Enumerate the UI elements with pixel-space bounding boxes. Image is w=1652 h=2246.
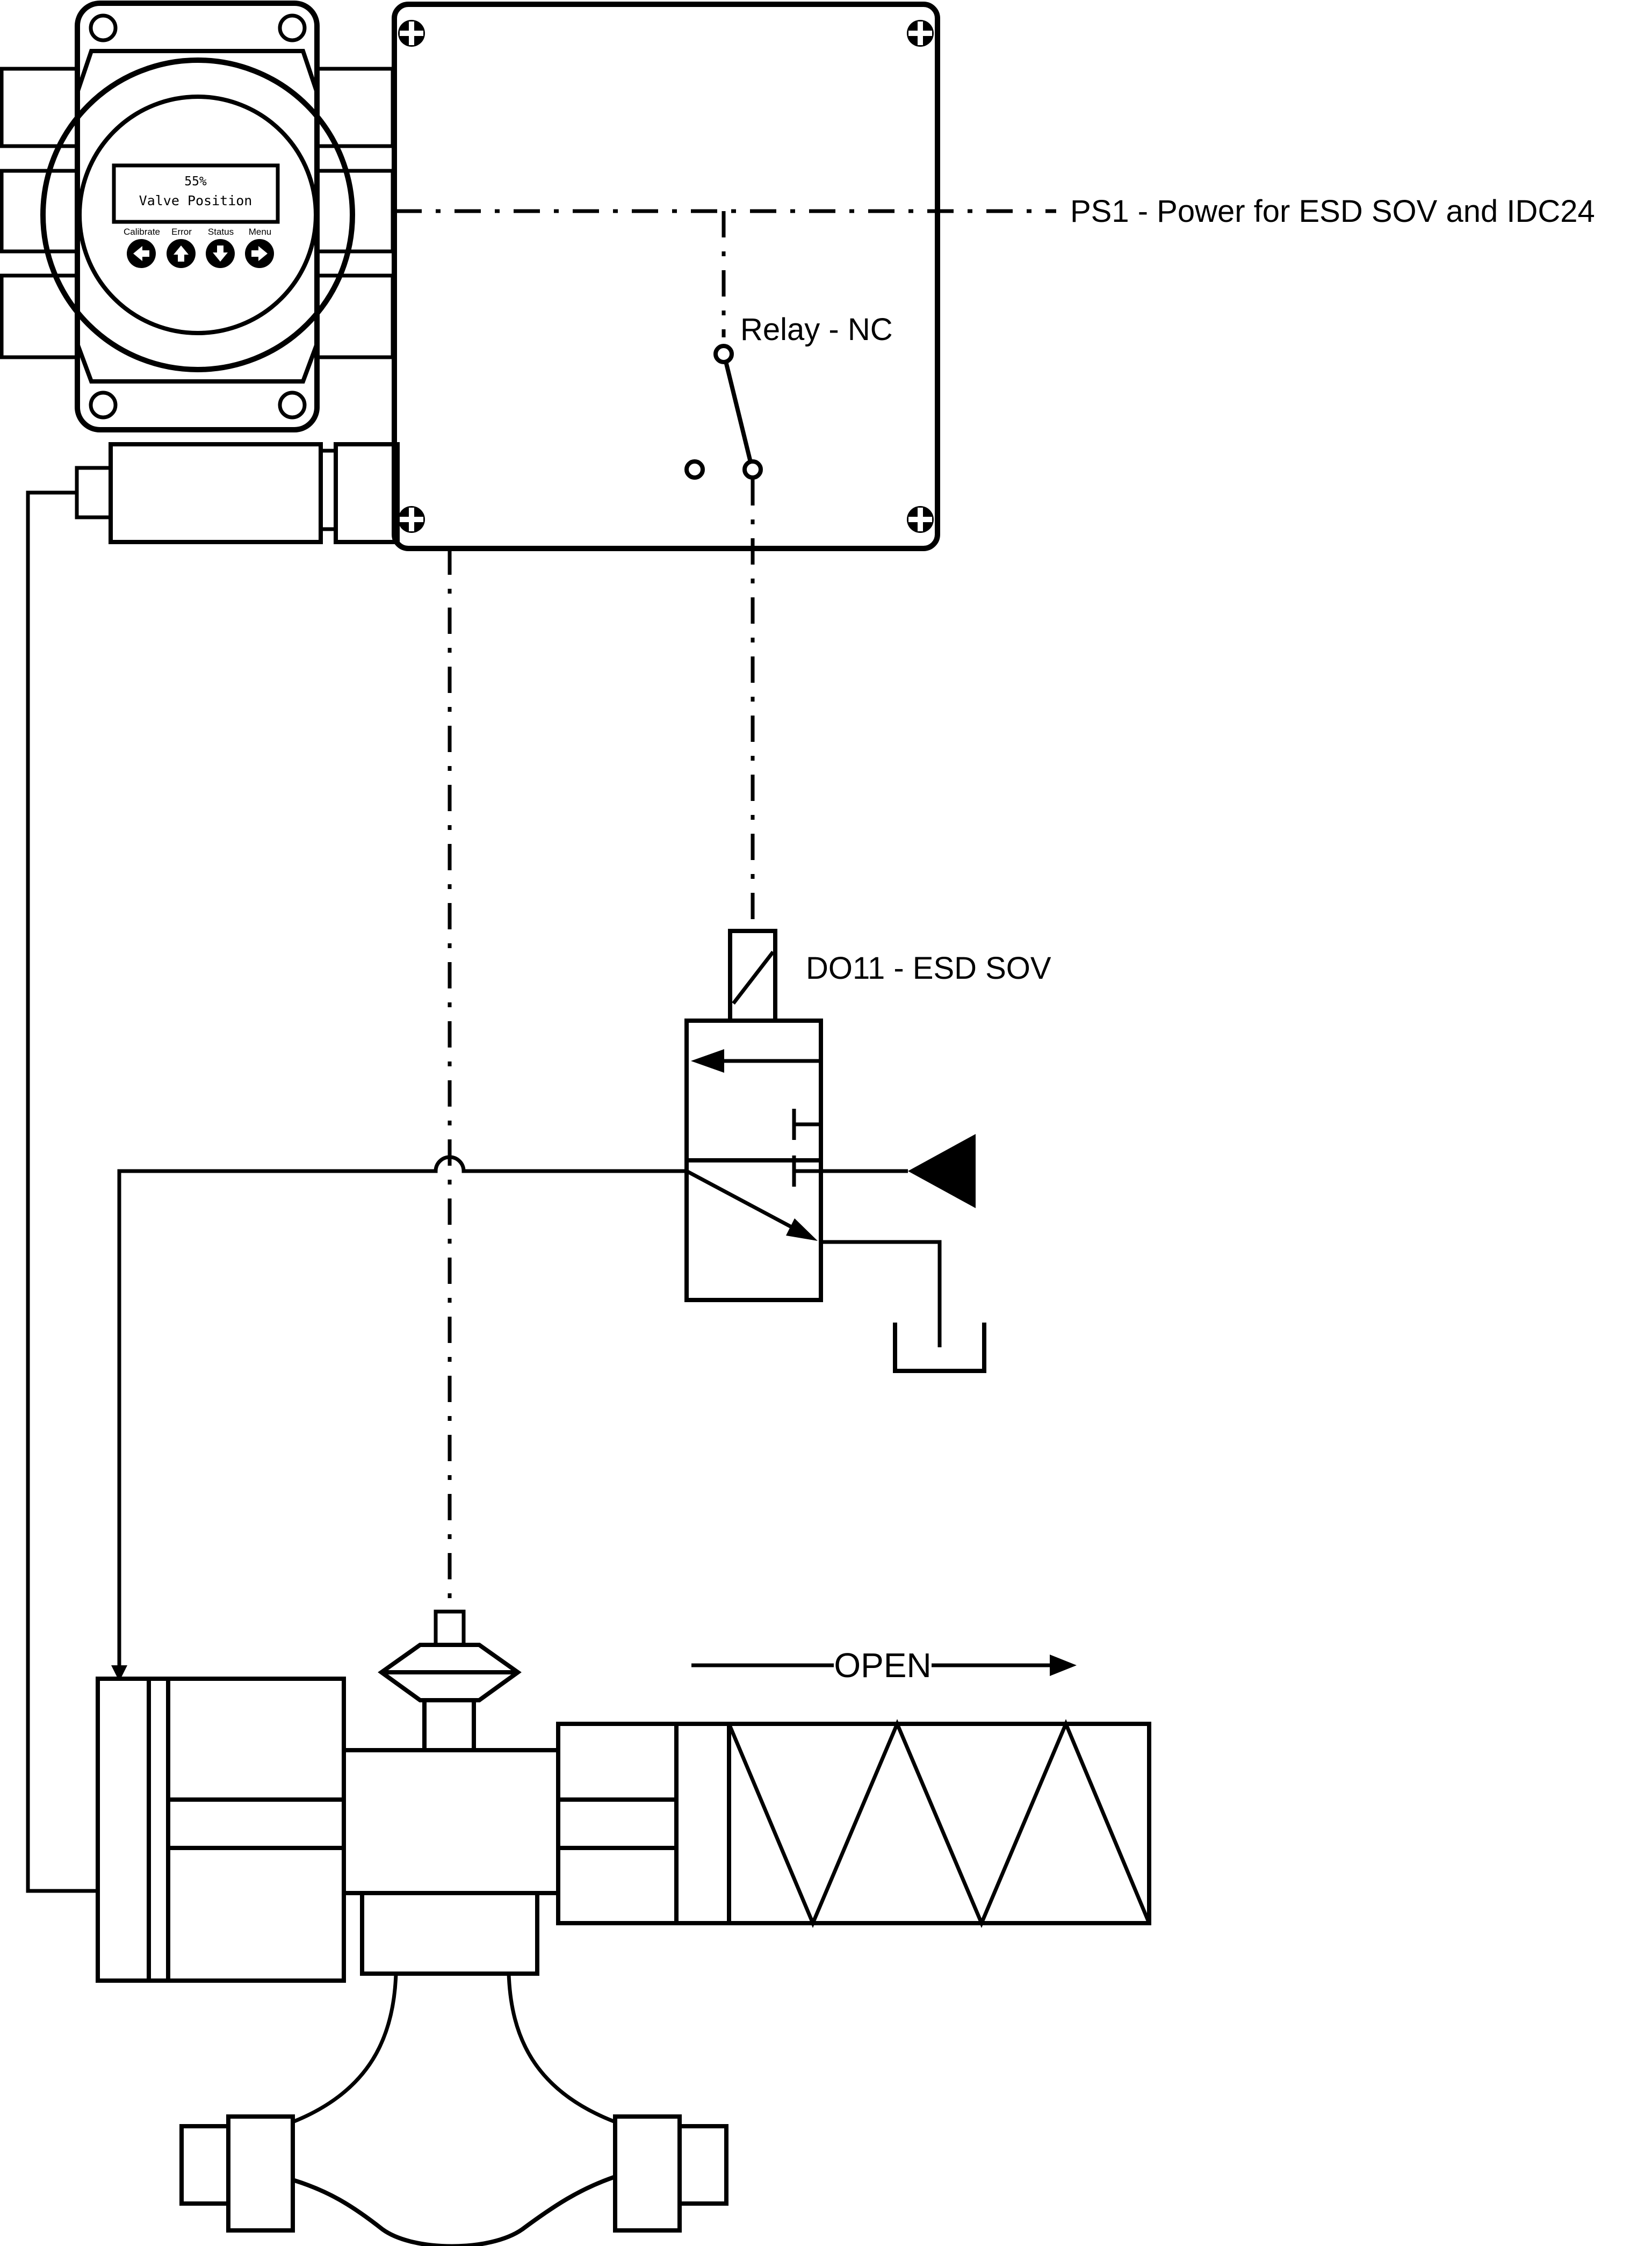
error-button	[167, 239, 196, 268]
exhaust-flow-arrowhead	[786, 1218, 818, 1241]
relay-contact-bottom	[742, 459, 763, 480]
positioner-lcd	[112, 163, 280, 224]
positioner-buttons: Calibrate Error Status Menu	[124, 227, 274, 268]
spring-zigzag-icon	[727, 1718, 1151, 1929]
exhaust-pipe	[821, 1240, 942, 1347]
valve-flange-right	[613, 2114, 682, 2233]
exhaust-flow-line	[686, 1169, 792, 1229]
positioner-bezel-outer	[40, 57, 355, 372]
relay-nc-symbol	[684, 344, 763, 480]
valve-body-bottom-curve	[292, 2175, 616, 2246]
power-supply-label: PS1 - Power for ESD SOV and IDC24	[1070, 194, 1595, 229]
conduit-body	[109, 442, 323, 544]
valve-bonnet	[360, 1891, 539, 1976]
valve-flange-left	[226, 2114, 295, 2233]
valve-pipe-stub-left	[179, 2124, 230, 2206]
positioner-bezel-inner	[77, 95, 318, 335]
air-supply-triangle-icon	[908, 1134, 976, 1208]
positioner-corner-hole-bl	[89, 391, 118, 420]
junction-box: Relay - NC	[392, 2, 940, 551]
screw-icon	[907, 506, 934, 533]
menu-button	[245, 239, 274, 268]
positioner-right-tab-3	[315, 273, 395, 359]
status-button	[206, 239, 235, 268]
relay-blade	[724, 361, 753, 463]
open-direction-label: OPEN	[834, 1646, 931, 1685]
button-label-menu: Menu	[249, 227, 272, 237]
flow-arrowhead-left	[691, 1049, 724, 1073]
relay-label: Relay - NC	[740, 312, 893, 347]
button-label-error: Error	[171, 227, 192, 237]
conduit-assembly	[26, 442, 400, 1893]
screw-icon	[398, 20, 425, 47]
open-arrowhead	[1050, 1655, 1077, 1676]
exhaust-cup-icon	[893, 1323, 986, 1373]
signal-lines	[395, 209, 1056, 1609]
screw-icon	[907, 20, 934, 47]
actuator-left-module	[96, 1677, 346, 1983]
button-label-calibrate: Calibrate	[124, 227, 160, 237]
valve-body-curve-right	[507, 1973, 616, 2124]
positioner-corner-hole-br	[278, 391, 307, 420]
junction-box-body	[392, 2, 940, 551]
relay-contact-no	[684, 459, 705, 480]
cable-gland	[75, 466, 113, 519]
valve-body-curve-left	[292, 1973, 398, 2124]
positioner-left-tab-2	[0, 169, 80, 254]
calibrate-button	[127, 239, 156, 268]
air-line-to-actuator	[117, 1155, 687, 1673]
valve-pipe-stub-right	[677, 2124, 728, 2206]
stem-connector	[434, 1609, 466, 1647]
yoke-block	[342, 1748, 561, 1895]
relay-contact-top	[713, 344, 734, 364]
air-line-arrowhead	[111, 1665, 127, 1681]
positioner-left-tab-3	[0, 273, 80, 359]
solenoid-valve	[111, 929, 986, 1681]
conduit-coupling	[334, 442, 400, 544]
lcd-value: 55%	[184, 175, 207, 189]
positioner-corner-hole-tl	[89, 13, 118, 42]
actuator-valve-assembly: OPEN	[96, 1609, 1151, 2246]
screw-icon	[398, 506, 425, 533]
solenoid-label: DO11 - ESD SOV	[806, 951, 1051, 986]
button-label-status: Status	[208, 227, 234, 237]
position-feedback-wire	[26, 490, 98, 1893]
positioner-housing-octagon	[75, 49, 319, 384]
solenoid-coil-slash	[732, 950, 775, 1005]
positioner-corner-hole-tr	[278, 13, 307, 42]
valve-positioner: 55% Valve Position Calibrate Error Statu…	[0, 1, 395, 432]
stem-column	[422, 1698, 476, 1752]
lcd-label: Valve Position	[139, 193, 253, 208]
